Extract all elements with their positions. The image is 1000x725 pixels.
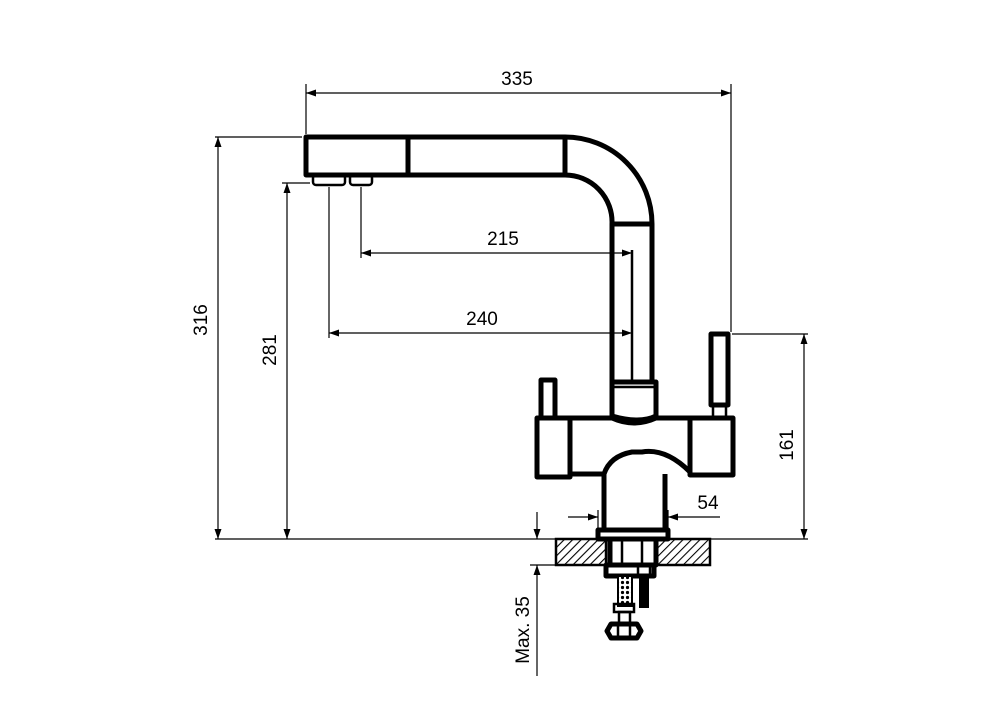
dim-label-335: 335 (501, 69, 533, 90)
mounting-shank (607, 536, 659, 568)
fixing-nut (603, 562, 657, 579)
faucet-outline (303, 134, 736, 542)
dim-label-240: 240 (466, 309, 498, 330)
dim-label-215: 215 (487, 229, 519, 250)
left-handle (538, 377, 558, 421)
supply-pipe (639, 576, 649, 608)
dim-label-281: 281 (260, 334, 281, 366)
nozzle-2 (348, 173, 374, 187)
dim-label-316: 316 (191, 304, 212, 336)
dim-label-max-35: Max. 35 (513, 596, 534, 664)
mixer-body (534, 415, 736, 480)
countertop-hatch-right (654, 537, 712, 567)
braided-hose (617, 575, 633, 607)
dim-label-54: 54 (697, 493, 719, 514)
dimension-lines (214, 84, 808, 676)
hose-connector-nut (604, 621, 644, 641)
countertop-section (554, 536, 712, 641)
dim-label-161: 161 (777, 429, 798, 461)
nozzle-1 (311, 173, 347, 187)
countertop-hatch-left (554, 537, 608, 567)
right-handle (708, 331, 731, 408)
faucet-stem (601, 474, 668, 533)
